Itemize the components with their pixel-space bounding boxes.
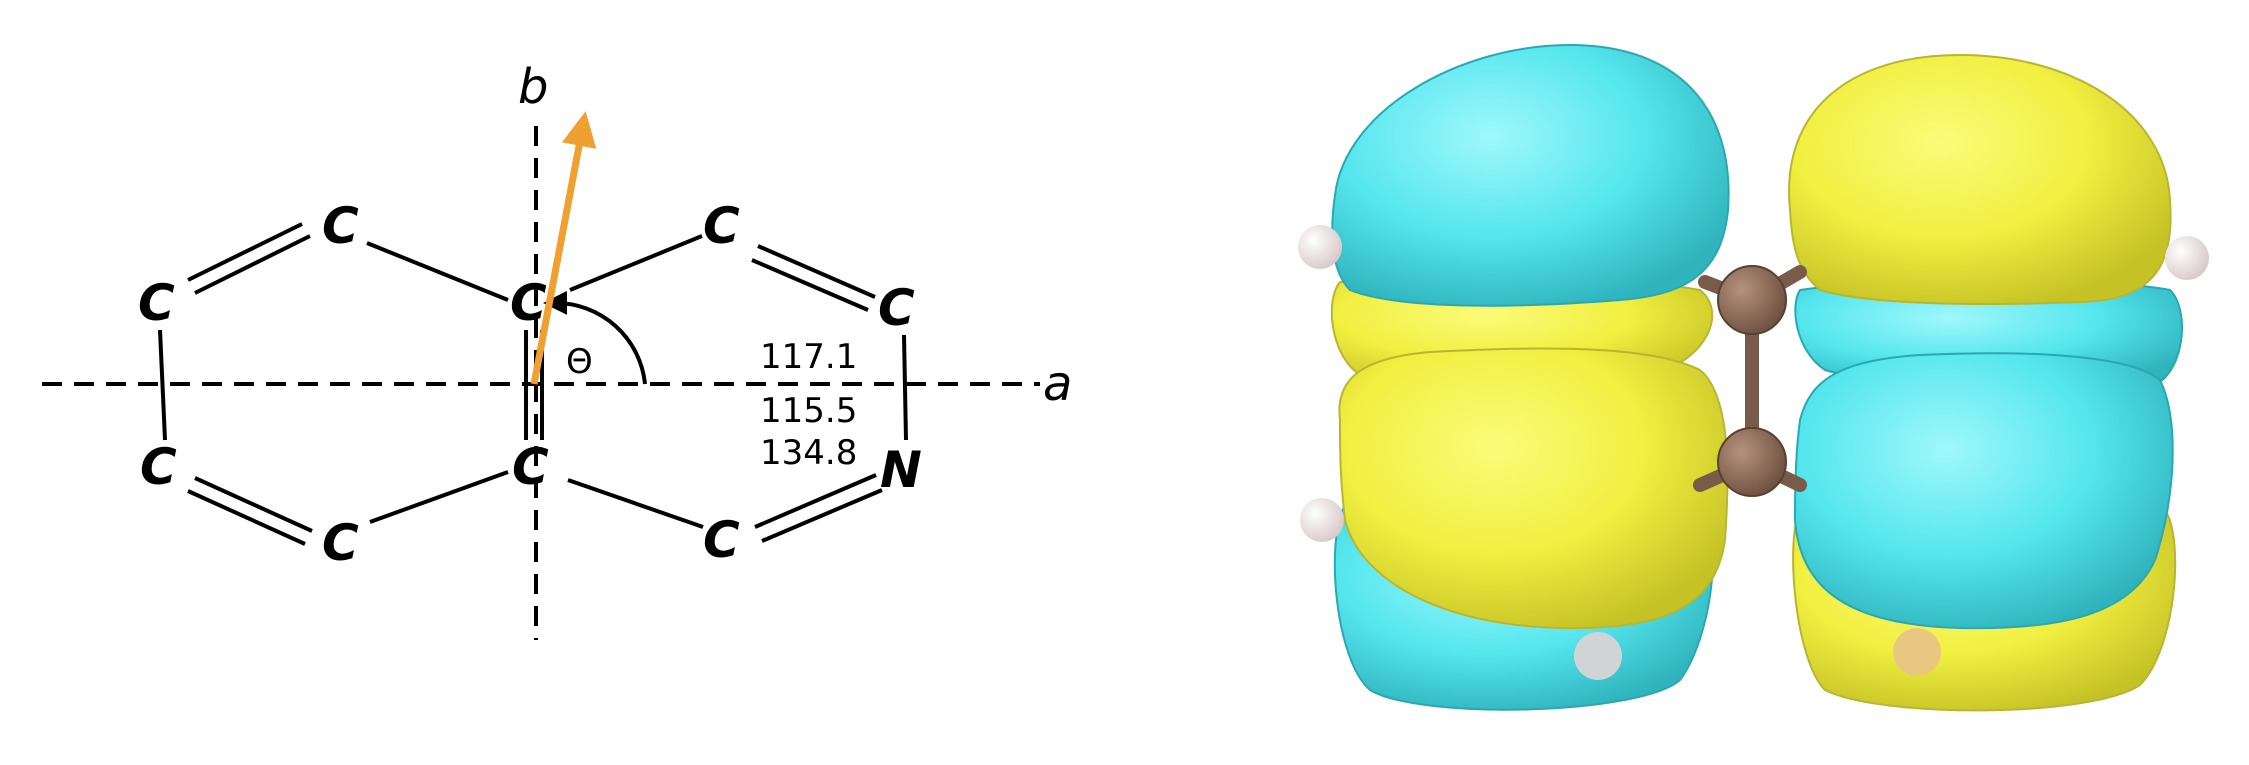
hydrogen-atom-bottom-left	[1574, 632, 1622, 680]
bond-c-tl-c-center	[366, 241, 509, 302]
angle-value-2: 115.5	[760, 391, 857, 431]
carbon-atom-upper	[1717, 265, 1787, 335]
hydrogen-atom-middle-left	[1300, 498, 1344, 542]
atom-c-top-right: C	[703, 197, 740, 255]
lobe-yellow-front-lower-left	[1338, 347, 1729, 630]
theta-angle-arc	[543, 290, 647, 385]
bond-c-cl-c-br	[567, 478, 704, 529]
angle-value-1: 117.1	[760, 337, 857, 377]
hydrogen-atom-bottom-right	[1893, 628, 1941, 676]
hydrogen-atom-upper-right	[2165, 236, 2209, 280]
a-axis-label: a	[1043, 356, 1072, 412]
atom-c-center-upper: C	[510, 274, 547, 332]
atom-c-left-lower: C	[140, 438, 177, 496]
bond-c-center-c-tr	[569, 234, 703, 292]
bond-c-ll-c-bl-2	[187, 489, 306, 546]
bond-c-tl-c-lu-1	[194, 234, 311, 295]
lobe-cyan-front-lower-right	[1793, 352, 2174, 630]
theta-symbol: Θ	[566, 342, 593, 382]
bond-c-ll-c-bl-1	[194, 476, 313, 533]
atom-c-right-upper: C	[878, 279, 915, 337]
b-axis-label: b	[518, 59, 548, 115]
atom-c-left-upper: C	[138, 274, 175, 332]
transition-dipole-arrow	[530, 111, 597, 385]
atom-c-top-left: C	[322, 197, 359, 255]
atom-c-bottom-right: C	[703, 511, 740, 569]
bond-c-ru-n	[902, 334, 908, 441]
bonds	[158, 222, 908, 546]
bond-c-lu-c-ll	[158, 329, 167, 441]
bond-c-tl-c-lu-2	[187, 222, 303, 282]
bond-c-tr-c-ru-1	[757, 244, 876, 299]
bond-c-br-n-2	[761, 488, 883, 543]
bond-c-br-n-1	[754, 473, 877, 529]
angle-value-3: 134.8	[760, 433, 857, 473]
bond-c-tr-c-ru-2	[751, 258, 869, 312]
structure-diagram: a b C C C C C C	[42, 59, 1072, 640]
orbital-rendering	[1298, 43, 2209, 712]
atom-c-bottom-left: C	[322, 514, 359, 572]
lobe-yellow-front-upper-right	[1788, 53, 2172, 306]
bond-c-bl-c-cl	[369, 470, 509, 524]
carbon-atom-lower	[1717, 427, 1787, 497]
lobe-cyan-front-upper-left	[1331, 43, 1730, 307]
hydrogen-atom-upper-left	[1298, 225, 1342, 269]
atom-n-right: N	[880, 441, 922, 499]
atom-c-center-lower: C	[512, 438, 549, 496]
